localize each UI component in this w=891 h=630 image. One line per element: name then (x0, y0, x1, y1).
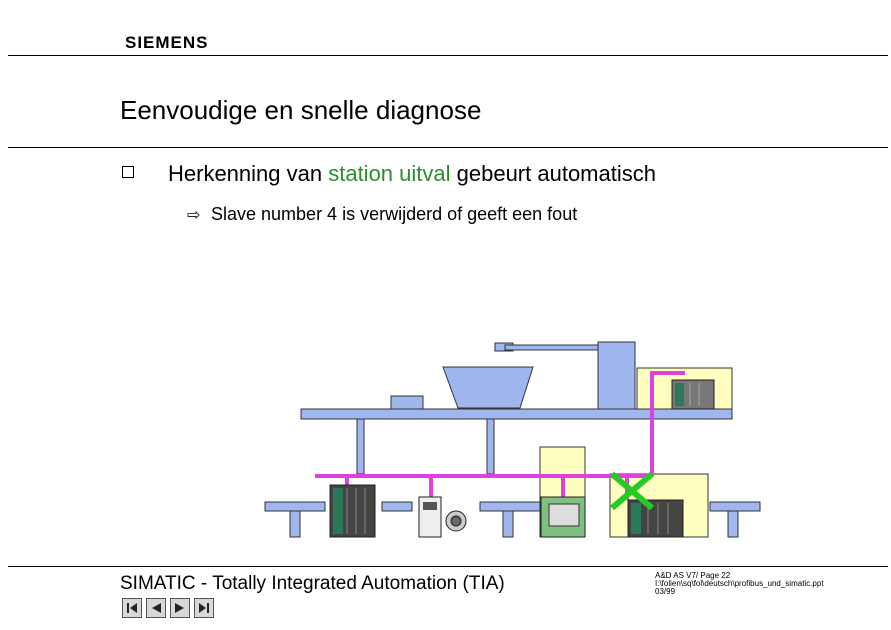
bullet-square-icon (122, 166, 134, 178)
bullet-text-before: Herkenning van (168, 161, 329, 186)
conveyor-leg (356, 418, 365, 475)
bullet-highlight: station uitval (328, 161, 451, 186)
station-1-plc (329, 484, 376, 538)
title-divider (8, 147, 888, 148)
table-top (264, 501, 326, 512)
silo (597, 341, 636, 413)
footer-title: SIMATIC - Totally Integrated Automation … (120, 573, 505, 594)
footer-divider (8, 566, 888, 567)
station-2-drive (418, 496, 467, 538)
bullet-text-after: gebeurt automatisch (450, 161, 656, 186)
station-4-io (627, 499, 684, 538)
footer-date: 03/99 (655, 587, 676, 596)
table-top (709, 501, 761, 512)
footer-page-info: A&D AS V7/ Page 22 (655, 571, 731, 580)
hopper (442, 366, 534, 409)
next-slide-button[interactable] (170, 598, 190, 618)
siemens-logo: SIEMENS (125, 33, 209, 52)
footer-meta: A&D AS V7/ Page 22 I:\folien\sq\fol\deut… (655, 572, 824, 596)
station-5-io (671, 379, 715, 410)
table-leg (727, 510, 739, 538)
table-top (479, 501, 541, 512)
last-slide-button[interactable] (194, 598, 214, 618)
header-divider (8, 55, 888, 56)
table-top (381, 501, 413, 512)
feed-pipe (504, 344, 601, 351)
main-bullet: Herkenning van station uitval gebeurt au… (168, 161, 656, 187)
profibus-riser (650, 371, 685, 476)
skip-back-icon (127, 603, 137, 613)
conveyor-bar (300, 408, 733, 420)
table-leg (502, 510, 514, 538)
triangle-left-icon (152, 603, 161, 613)
triangle-right-icon (175, 603, 184, 613)
sub-bullet: Slave number 4 is verwijderd of geeft ee… (211, 204, 578, 224)
slide-navigation (122, 598, 214, 618)
sub-bullet-arrow-icon: ⇨ (187, 207, 201, 224)
fault-cross-icon (610, 471, 654, 511)
station-3-panel (540, 496, 586, 538)
previous-slide-button[interactable] (146, 598, 166, 618)
first-slide-button[interactable] (122, 598, 142, 618)
slide-title: Eenvoudige en snelle diagnose (120, 95, 482, 125)
table-leg (289, 510, 301, 538)
footer-file-path: I:\folien\sq\fol\deutsch\profibus_und_si… (655, 579, 824, 588)
conveyor-leg (486, 418, 495, 475)
skip-forward-icon (199, 603, 209, 613)
